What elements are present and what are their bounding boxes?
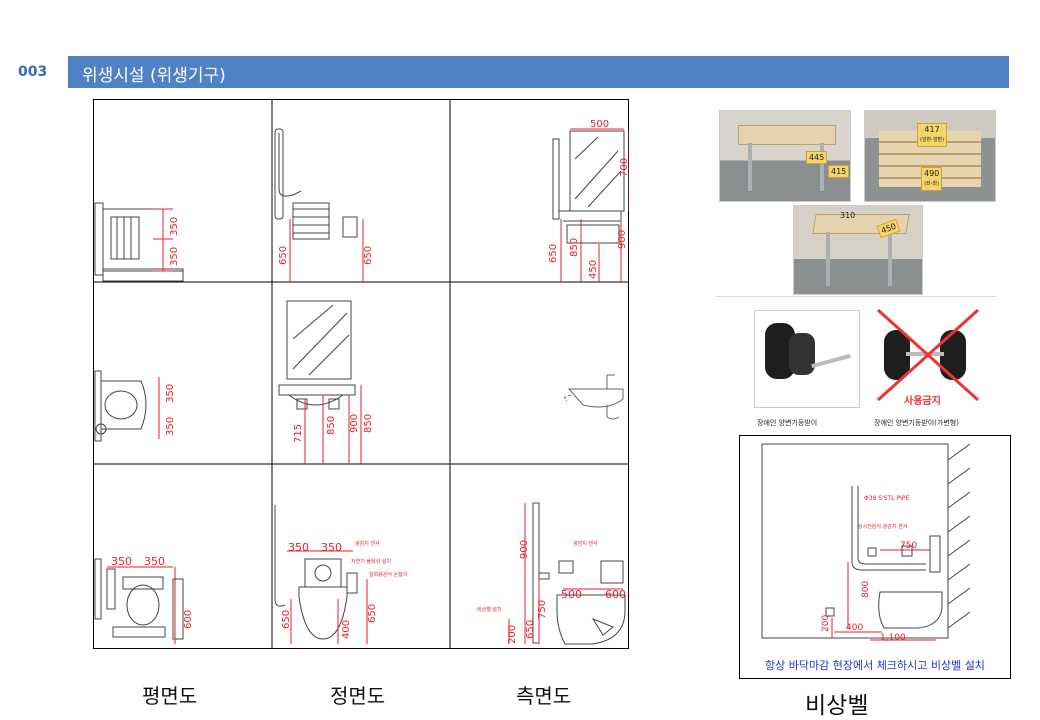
bell-dim-1100: 1,100 (880, 633, 906, 643)
dim-mid-plan-2: 350 (165, 417, 176, 436)
view-label-plan: 평면도 (142, 684, 198, 708)
backrest-caption-ng: 장애인 양변기등받이(가변형) (874, 419, 959, 427)
dim-bot-side-3: 600 (605, 588, 626, 601)
drawing-grid: 350 350 650 650 500 700 650 850 450 900 … (93, 99, 629, 649)
bell-dim-800: 800 (861, 581, 871, 598)
dim-bot-side-1: 900 (519, 540, 530, 559)
dim-bot-front-4: 400 (341, 620, 352, 639)
note-front-flush: 일회용관식 손잡이 (369, 571, 407, 578)
note-front-sensor: 광감지 센서 (355, 540, 380, 547)
front-basin-drawing (278, 300, 356, 410)
dim-bot-side-4: 750 (537, 600, 548, 619)
side-toilet-drawing (532, 502, 626, 645)
view-label-side: 측면도 (516, 684, 572, 708)
emergency-bell-drawing: Φ38 S'STL PIPE 상시전원식 광감지 센서 750 800 200 … (739, 435, 1011, 679)
dim-bot-plan-1: 350 (111, 555, 132, 568)
dim-top-side-2: 700 (619, 158, 629, 177)
seat-tag-417: 417(앞판-앞판) (917, 123, 948, 147)
seat-tag-310: 310 (840, 211, 856, 220)
front-seat-drawing (274, 128, 358, 240)
dim-bot-side-5: 650 (525, 620, 536, 639)
dim-top-side-6: 900 (617, 230, 628, 249)
section-header: 위생시설 (위생기구) (68, 56, 1009, 88)
dim-bot-side-2: 500 (561, 588, 582, 601)
dim-top-side-3: 650 (548, 244, 559, 263)
bell-dim-400: 400 (846, 623, 863, 633)
note-front-valve: 자연기 플레쉬 설치 (351, 558, 391, 565)
dim-top-side-5: 450 (588, 260, 599, 279)
plan-seat-drawing (94, 202, 184, 282)
seat-photo-2: 417(앞판-앞판) 490(좌-좌) (864, 110, 996, 202)
dim-bot-front-5: 650 (367, 604, 378, 623)
dim-mid-front-1: 715 (293, 424, 304, 443)
dim-bot-front-1: 350 (288, 541, 309, 554)
dim-bot-side-6: 200 (507, 625, 518, 644)
dim-mid-plan-1: 350 (165, 384, 176, 403)
dim-top-plan-2: 350 (169, 247, 180, 266)
dim-mid-front-3: 900 (349, 414, 360, 433)
dim-top-front-1: 650 (278, 246, 289, 265)
dim-top-front-2: 650 (363, 246, 374, 265)
dim-mid-front-4: 850 (363, 414, 374, 433)
bell-note: 항상 바닥마감 현장에서 체크하시고 비상벨 설치 (765, 659, 985, 672)
bell-dim-200: 200 (821, 615, 831, 632)
seat-photo-1: 445 415 (719, 110, 851, 202)
backrest-caption-ok: 장애인 양변기등받이 (757, 419, 818, 427)
seat-tag-490: 490(좌-좌) (921, 167, 943, 191)
bell-sensor-label: 상시전원식 광감지 센서 (858, 523, 907, 530)
dim-top-side-1: 500 (590, 119, 609, 130)
seat-tag-445: 445 (806, 151, 828, 164)
bell-dim-750: 750 (900, 541, 917, 551)
side-mirror-drawing (552, 130, 625, 244)
dim-bot-plan-3: 600 (183, 610, 194, 629)
prohibited-label: 사용금지 (904, 396, 941, 407)
side-basin-drawing (564, 374, 624, 420)
seat-photo-3: 310 450 (793, 205, 923, 295)
dim-bot-front-3: 650 (281, 610, 292, 629)
dim-bot-plan-2: 350 (144, 555, 165, 568)
bell-diagram: Φ38 S'STL PIPE 상시전원식 광감지 센서 750 800 200 … (761, 443, 971, 643)
front-toilet-drawing (274, 505, 358, 640)
dim-top-plan-1: 350 (169, 217, 180, 236)
dim-bot-front-2: 350 (321, 541, 342, 554)
dim-top-side-4: 850 (569, 238, 580, 257)
note-side-bell: 비상벨 설치 (477, 606, 502, 613)
dim-mid-front-2: 850 (326, 416, 337, 435)
backrest-photo-ng: 사용금지 (876, 308, 980, 408)
emergency-bell-title: 비상벨 (805, 693, 869, 719)
plan-toilet-drawing (94, 558, 184, 640)
backrest-photo-ok (754, 310, 860, 408)
prohibited-cross-icon (876, 308, 980, 402)
seat-tag-415: 415 (828, 165, 850, 178)
photo-divider (716, 296, 996, 297)
page-number: 003 (18, 64, 48, 80)
plan-basin-drawing (94, 370, 147, 442)
view-label-front: 정면도 (330, 684, 386, 708)
bell-pipe-label: Φ38 S'STL PIPE (864, 495, 909, 502)
note-side-sensor: 광감지 센서 (573, 540, 598, 547)
section-title: 위생시설 (위생기구) (82, 66, 226, 86)
